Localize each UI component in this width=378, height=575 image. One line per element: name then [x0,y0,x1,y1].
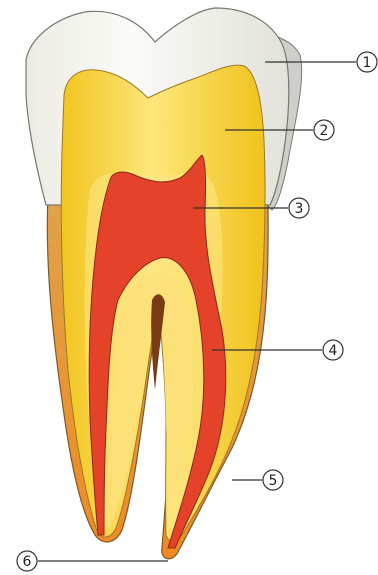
callout-5: 5 [232,470,283,490]
callout-2-label: 2 [320,123,329,139]
callout-6-label: 6 [23,554,32,570]
callout-3-label: 3 [295,201,304,217]
callout-5-label: 5 [269,473,278,489]
callout-4-label: 4 [329,343,338,359]
callout-6: 6 [17,551,168,571]
callout-1-label: 1 [363,55,372,71]
